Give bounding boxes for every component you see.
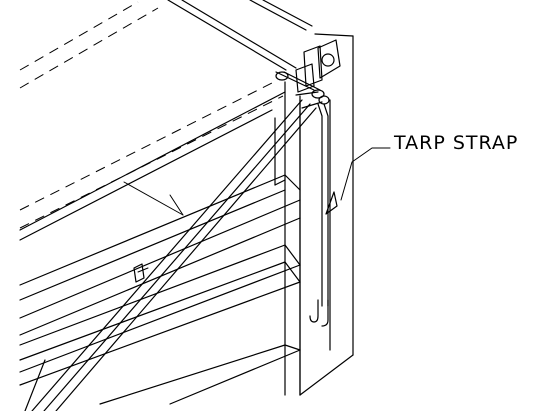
top-rails — [167, 0, 313, 71]
hinge-bracket — [295, 39, 341, 93]
interior-seam — [123, 181, 184, 216]
corner-end-plate — [299, 33, 354, 396]
tarp-strap-label: TARP STRAP — [394, 132, 519, 154]
front-post — [274, 81, 301, 396]
side-latch — [133, 263, 149, 283]
tarp-dashed-edges — [19, 1, 284, 229]
tarp-bow-arms — [24, 91, 323, 411]
callout-leader — [325, 147, 391, 215]
side-panel-top-edge — [19, 91, 286, 241]
hinge-pins — [275, 71, 330, 105]
tarp-strap — [309, 103, 329, 327]
